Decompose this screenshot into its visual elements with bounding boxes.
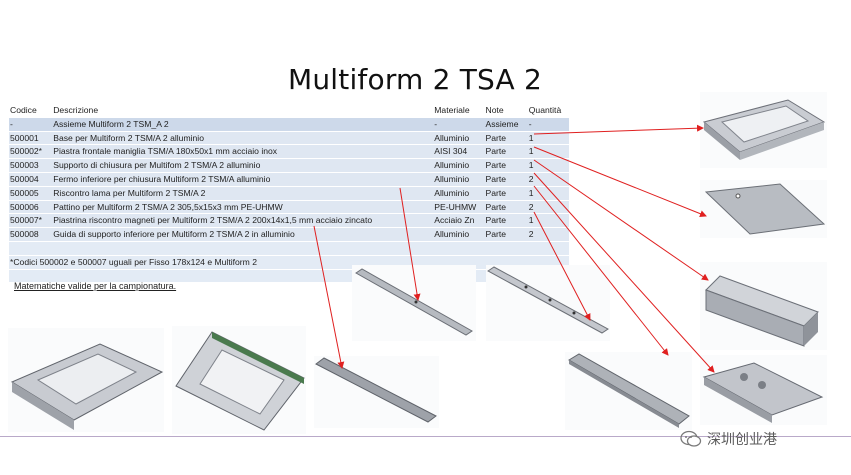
cell-description: Fermo inferiore per chiusura Multiform 2… [52,172,434,187]
watermark: 深圳创业港 [680,427,777,451]
part-image-support-guide [565,352,692,430]
table-row: 500006 Pattino per Multiform 2 TSM/A 2 3… [9,200,569,215]
header-code: Codice [9,104,53,118]
wechat-icon [680,430,702,447]
math-note: Matematiche valide per la campionatura. [14,281,177,291]
table-footnote-row: *Codici 500002 e 500007 uguali per Fisso… [9,255,569,270]
cell-note: Parte [484,186,528,201]
table-row: - Assieme Multiform 2 TSM_A 2 - Assieme … [9,117,569,132]
cell-description: Piastra frontale maniglia TSM/A 180x50x1… [52,144,434,160]
cell-note: Parte [484,144,528,160]
table-header-row: Codice Descrizione Materiale Note Quanti… [9,104,569,118]
cell-code: 500001 [9,131,53,146]
part-image-lower-stop [700,355,827,425]
cell-quantity: 2 [527,227,569,242]
cell-description: Riscontro lama per Multiform 2 TSM/A 2 [52,186,434,201]
cell-material: Acciaio Zn [433,213,485,229]
cell-description: Supporto di chiusura per Multifom 2 TSM/… [52,158,434,173]
cell-quantity: 1 [527,131,569,146]
table-row: 500003 Supporto di chiusura per Multifom… [9,158,569,173]
cell-description: Base per Multiform 2 TSM/A 2 alluminio [52,131,434,146]
cell-note: Parte [484,131,528,146]
table-row: 500008 Guida di supporto inferiore per M… [9,227,569,242]
part-image-pad [486,265,610,341]
part-image-front-plate [700,180,827,238]
cell-code: 500004 [9,172,53,187]
header-description: Descrizione [52,104,434,118]
cell-quantity: 2 [527,172,569,187]
cell-description: Assieme Multiform 2 TSM_A 2 [52,117,434,132]
cell-quantity: 1 [527,144,569,160]
cell-description: Piastrina riscontro magneti per Multifor… [52,213,434,229]
cell-material: Alluminio [433,227,485,242]
cell-code: 500003 [9,158,53,173]
cell-material: Alluminio [433,172,485,187]
cell-material: Alluminio [433,186,485,201]
cell-quantity: - [527,117,569,132]
part-image-blade-stop [352,265,476,341]
slide-title: Multiform 2 TSA 2 [287,63,542,96]
cell-note: Parte [484,172,528,187]
table-row: 500004 Fermo inferiore per chiusura Mult… [9,172,569,187]
cell-note: Assieme [484,117,528,132]
cell-quantity: 1 [527,158,569,173]
cell-code: 500008 [9,227,53,242]
cell-note: Parte [484,200,528,215]
header-material: Materiale [433,104,485,118]
table-blank-row [9,241,569,256]
part-image-closing-support [700,262,827,350]
cell-material: Alluminio [433,158,485,173]
part-image-assembly-open [172,326,306,434]
cell-quantity: 1 [527,186,569,201]
cell-material: PE-UHMW [433,200,485,215]
cell-material: Alluminio [433,131,485,146]
parts-table: Codice Descrizione Materiale Note Quanti… [9,104,569,284]
cell-code: 500002* [9,144,53,160]
footer-divider [0,436,851,437]
cell-quantity: 2 [527,200,569,215]
cell-code: 500006 [9,200,53,215]
table-row: 500005 Riscontro lama per Multiform 2 TS… [9,186,569,201]
cell-code: 500005 [9,186,53,201]
cell-description: Guida di supporto inferiore per Multifor… [52,227,434,242]
cell-note: Parte [484,227,528,242]
cell-material: - [433,117,485,132]
cell-quantity: 1 [527,213,569,229]
header-quantity: Quantità [527,104,569,118]
cell-note: Parte [484,213,528,229]
table-row: 500007* Piastrina riscontro magneti per … [9,213,569,229]
cell-description: Pattino per Multiform 2 TSM/A 2 305,5x15… [52,200,434,215]
header-note: Note [484,104,528,118]
cell-code: - [9,117,53,132]
watermark-text: 深圳创业港 [707,432,777,448]
part-image-assembly-closed [8,328,164,432]
cell-note: Parte [484,158,528,173]
cell-code: 500007* [9,213,53,229]
part-image-magnet-plate [314,356,439,428]
table-row: 500002* Piastra frontale maniglia TSM/A … [9,144,569,160]
table-row: 500001 Base per Multiform 2 TSM/A 2 allu… [9,131,569,146]
cell-material: AISI 304 [433,144,485,160]
part-image-base-frame [700,92,827,168]
